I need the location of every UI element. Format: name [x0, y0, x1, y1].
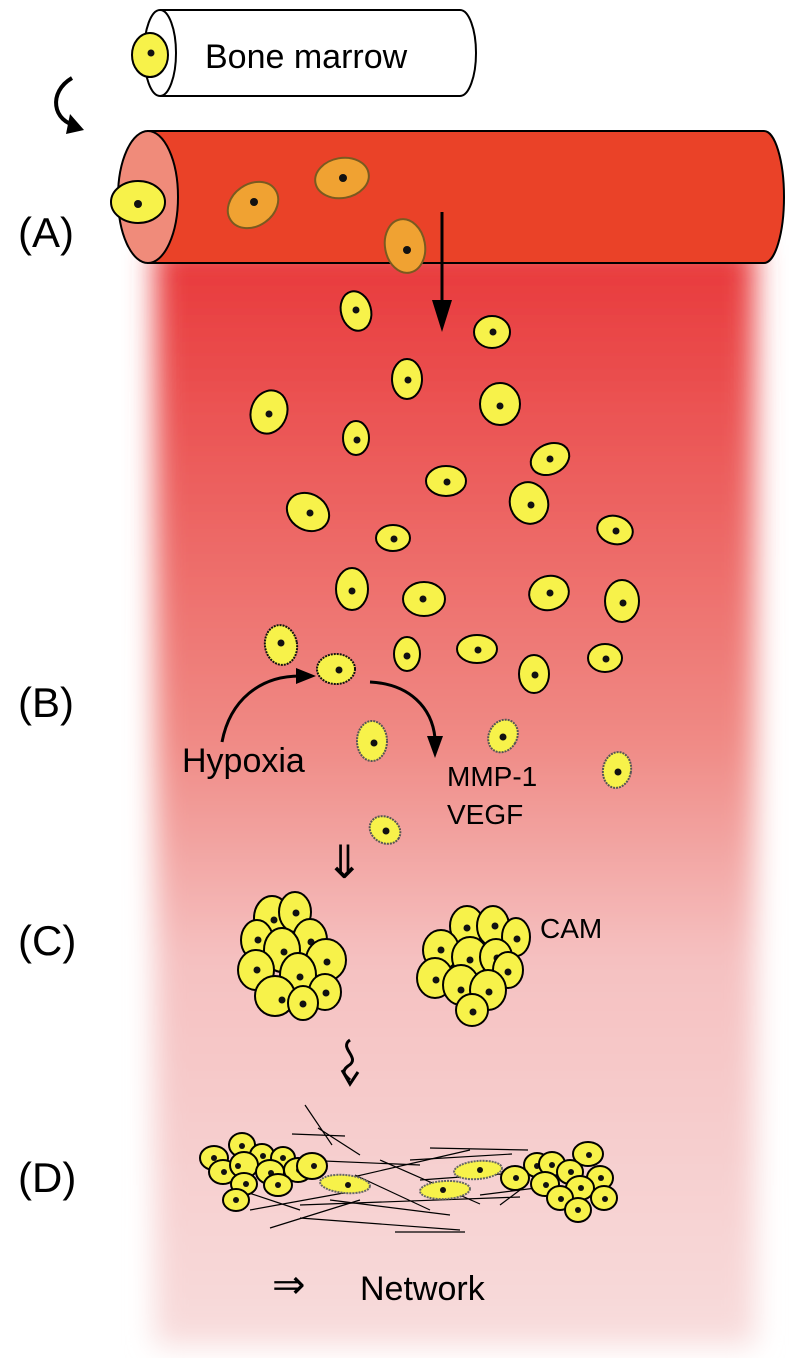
cell-in-vessel: [110, 180, 166, 224]
bone-marrow-tube: Bone marrow: [143, 9, 477, 97]
migrating-cells: [249, 290, 640, 845]
cell: [596, 514, 634, 546]
network-elongated-cells: [319, 1159, 503, 1201]
cell-in-vessel: [226, 180, 280, 230]
cell: [518, 654, 550, 694]
cell: [402, 581, 446, 617]
cell: [587, 643, 623, 673]
cell-cluster-left: [237, 891, 347, 1021]
cell: [339, 290, 373, 332]
cell: [368, 815, 402, 845]
cell: [335, 567, 369, 611]
network-cluster-right: [500, 1141, 618, 1223]
cell: [391, 358, 423, 400]
cell: [601, 751, 633, 789]
cell: [263, 624, 299, 666]
cam-label: CAM: [540, 913, 602, 944]
double-arrow-down-icon: ⇓: [325, 836, 364, 888]
cell: [342, 420, 370, 456]
cell: [425, 465, 467, 497]
cell-in-vessel: [383, 218, 427, 274]
double-arrow-right-icon: ⇒: [272, 1263, 306, 1307]
cell: [487, 718, 519, 754]
bone-marrow-label: Bone marrow: [205, 38, 408, 76]
network-label: Network: [360, 1270, 486, 1308]
curved-arrow-icon: [54, 76, 84, 134]
cell: [479, 382, 521, 426]
cell: [356, 720, 388, 762]
network-cluster-left: [199, 1132, 328, 1212]
cell: [393, 636, 421, 672]
cell-cluster-right: [416, 905, 531, 1027]
cell: [316, 653, 356, 685]
cell: [249, 389, 289, 435]
stage-b-label: (B): [18, 679, 74, 726]
cell-bone-marrow: [131, 32, 169, 78]
cell-in-vessel: [314, 156, 370, 200]
cell: [375, 524, 411, 552]
hypoxia-label: Hypoxia: [182, 742, 305, 780]
cell: [528, 574, 570, 612]
down-arrow-icon: [432, 212, 452, 332]
release-arrow-icon: [369, 680, 443, 758]
blood-vessel: [117, 130, 785, 264]
cell: [604, 579, 640, 623]
stage-a-label: (A): [18, 209, 74, 256]
cell: [456, 634, 498, 664]
mmp1-label: MMP-1: [447, 761, 537, 792]
squiggle-arrow-icon: [340, 1038, 360, 1087]
vegf-label: VEGF: [447, 799, 523, 830]
cell: [529, 441, 571, 477]
stage-d-label: (D): [18, 1154, 76, 1201]
cell: [473, 315, 511, 349]
cell: [508, 481, 550, 525]
cell: [285, 491, 331, 533]
stage-c-label: (C): [18, 917, 76, 964]
hypoxia-arrow-icon: [220, 668, 316, 743]
